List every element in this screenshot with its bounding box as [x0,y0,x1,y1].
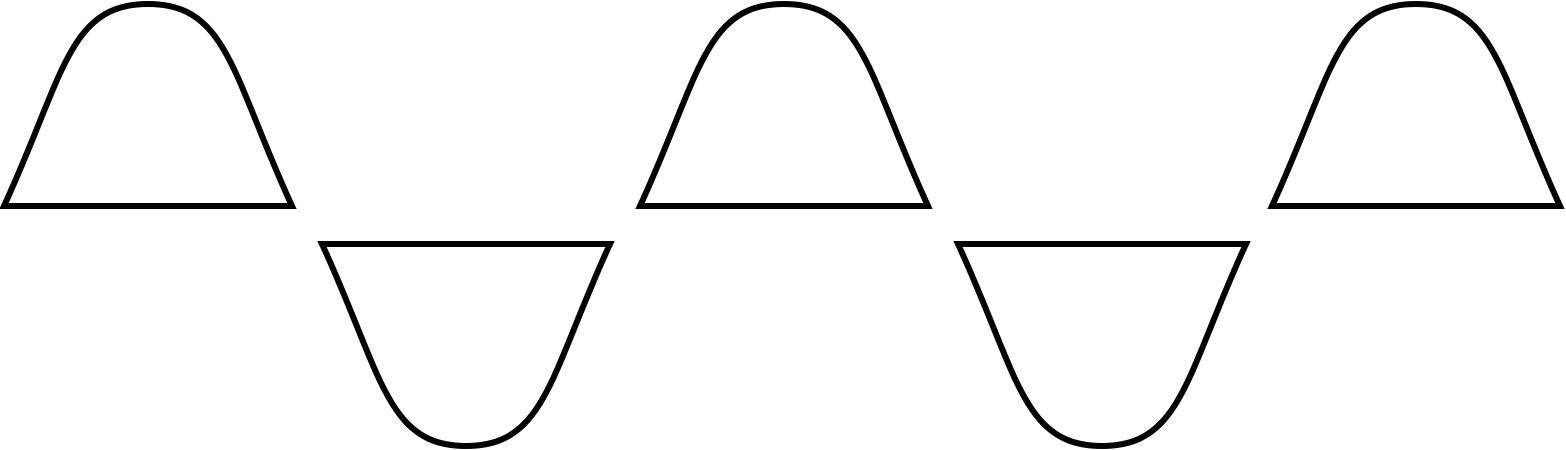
upward-arch-1 [0,0,297,209]
downward-arch-2 [317,241,615,450]
upward-arch-5 [1267,0,1565,209]
upward-arch-3 [635,0,933,209]
downward-arch-4 [953,241,1251,450]
